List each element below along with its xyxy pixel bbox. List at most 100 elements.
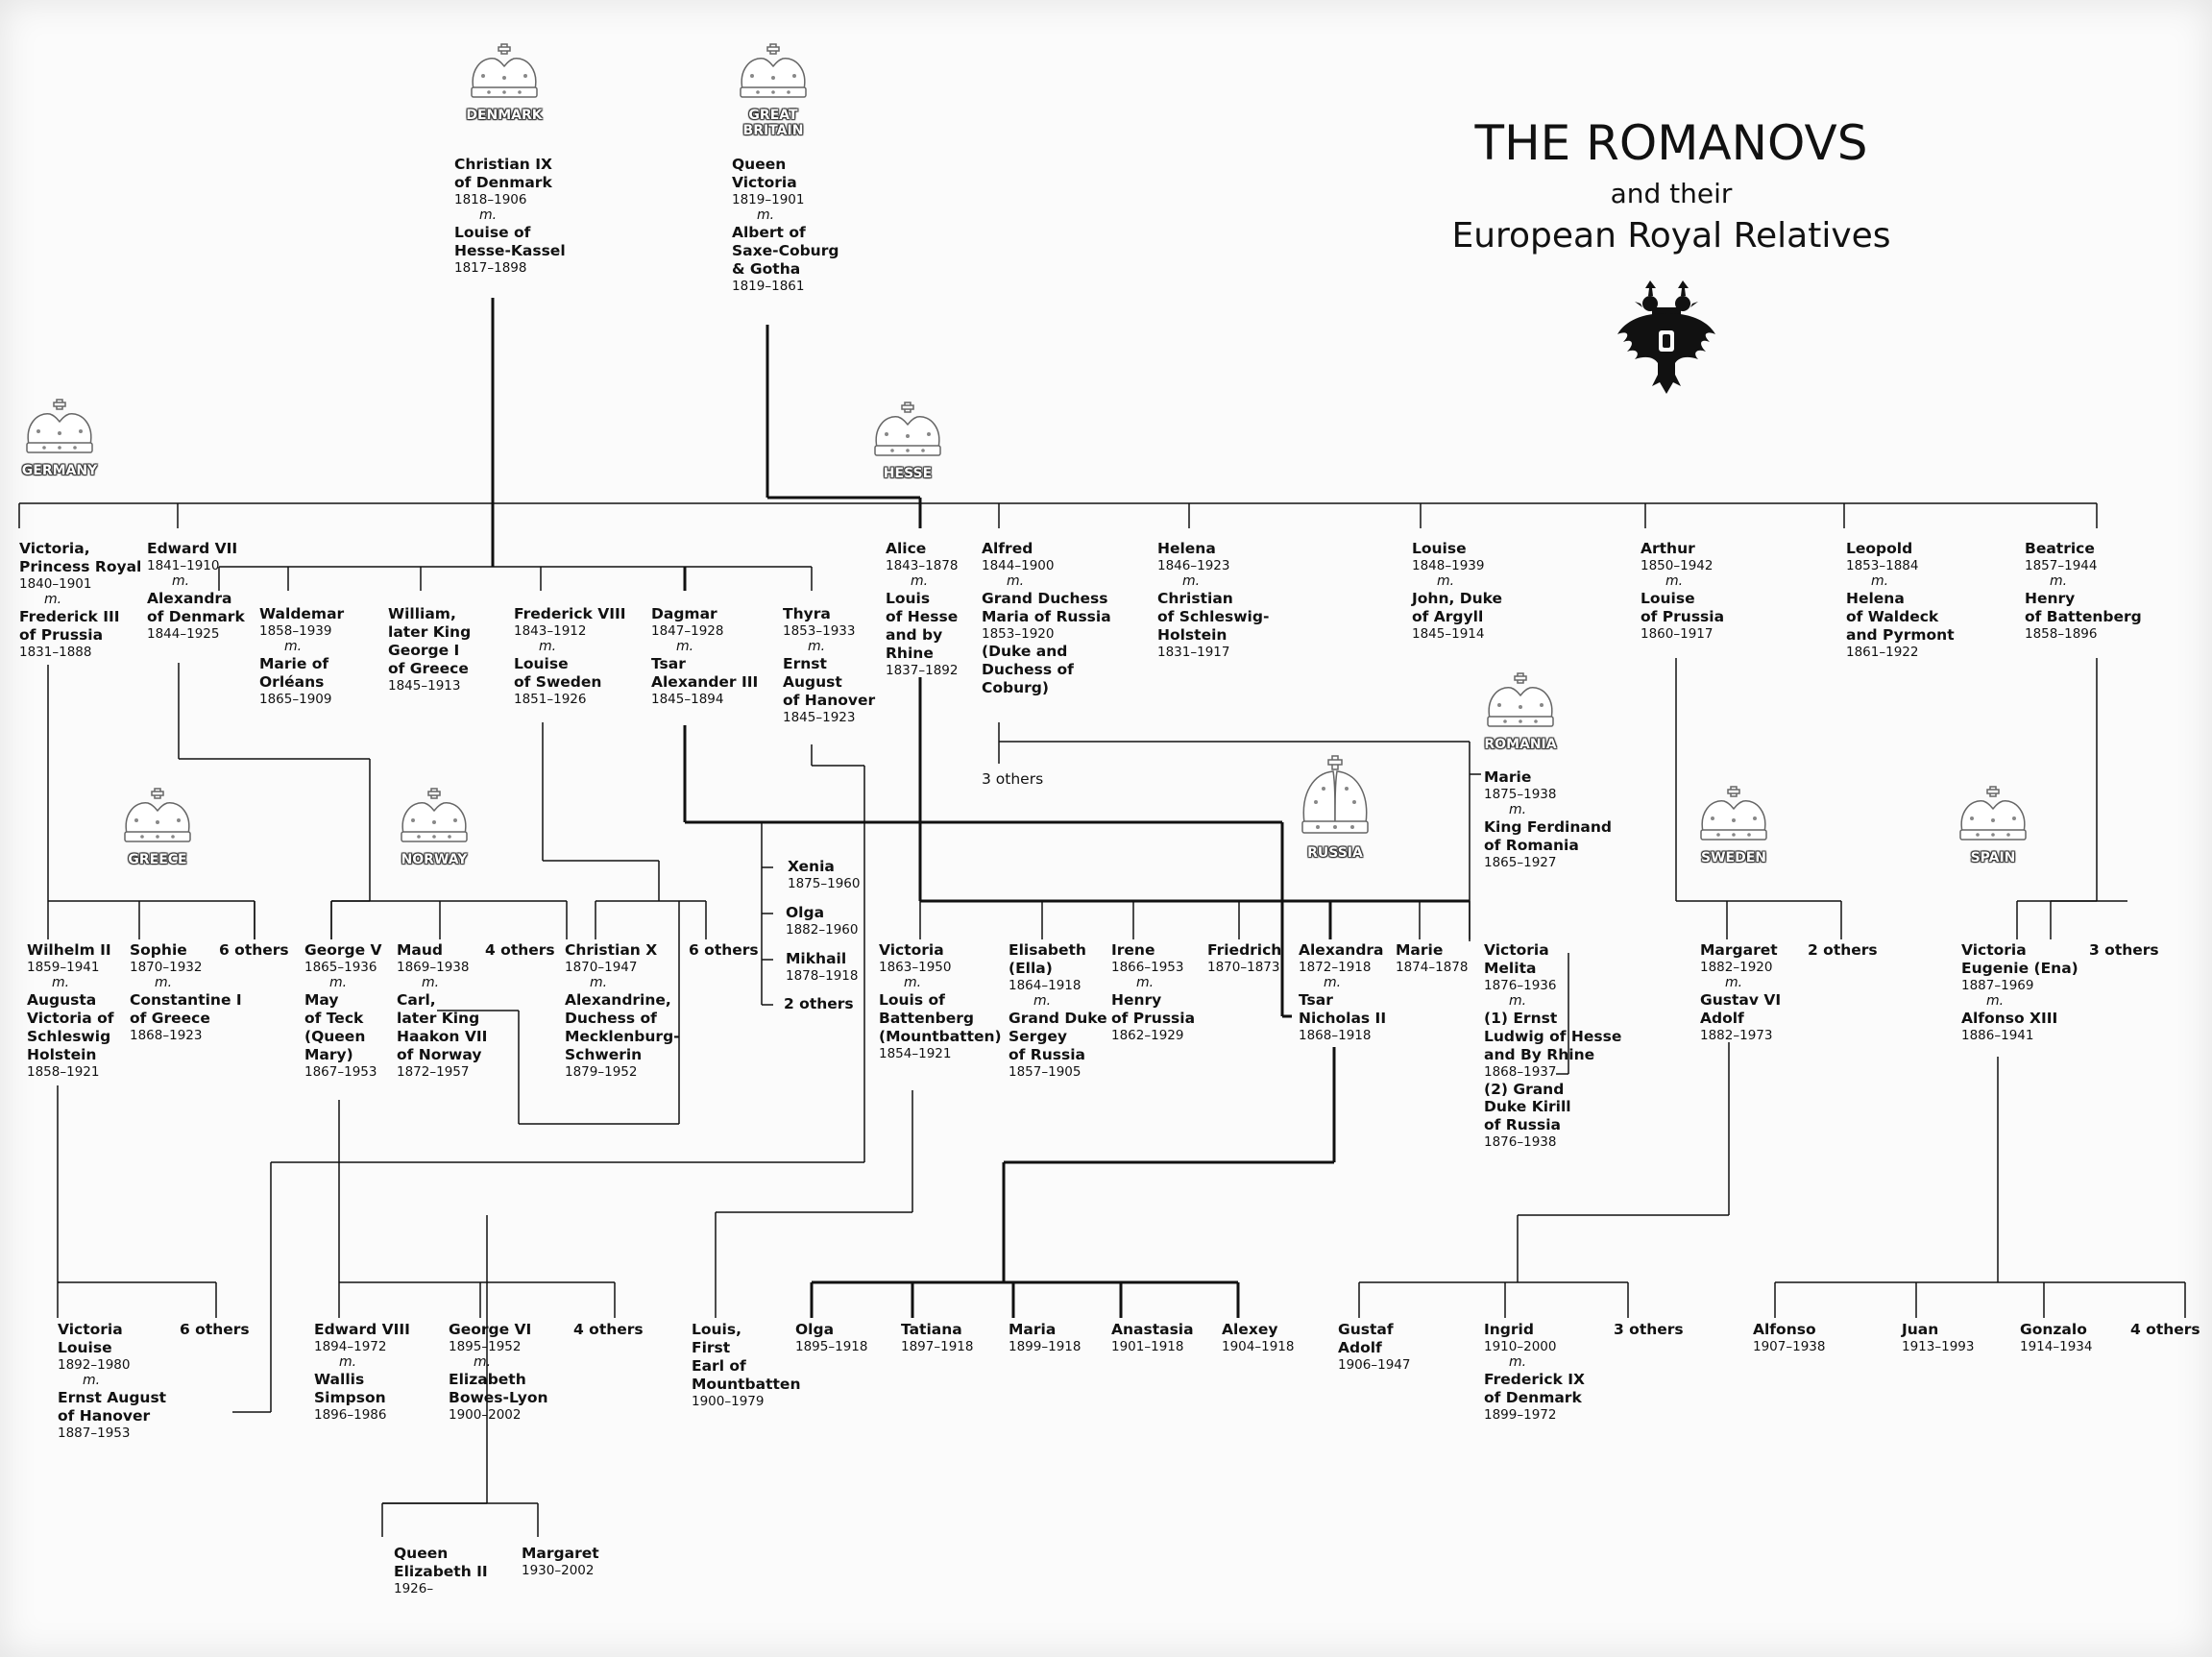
person-name: Dagmar (651, 605, 717, 622)
person-dates: 1858–1939 (259, 622, 332, 639)
marriage-marker: m. (44, 592, 62, 608)
person-name: Olga (795, 1321, 835, 1338)
person-dates: 1853–1884 (1846, 557, 1919, 573)
marriage-marker: m. (1437, 573, 1455, 590)
spouse-name: Simpson (314, 1389, 386, 1407)
person-dates: 1844–1900 (982, 557, 1055, 573)
spouse-dates: 1837–1892 (886, 663, 959, 679)
marriage-marker: m. (1324, 975, 1342, 991)
person-name: Arthur (1641, 540, 1695, 557)
person-dates: 1882–1960 (786, 921, 859, 938)
person-dates: 1913–1993 (1902, 1338, 1975, 1354)
house-label: DENMARK (466, 108, 543, 123)
person-name: Christian IX (454, 156, 552, 173)
person-dates: 1819–1901 (732, 191, 805, 207)
spouse-name: of Hanover (783, 692, 876, 710)
spouse-dates: 1882–1973 (1700, 1028, 1773, 1044)
person-dates: 1897–1918 (901, 1338, 974, 1354)
spouse-name: Louise (514, 655, 569, 673)
house-romania: ROMANIA (1482, 672, 1559, 752)
spouse-name: Bowes-Lyon (449, 1389, 548, 1407)
spouse-name: Alexandrine, (565, 991, 671, 1010)
spouse-name: of Hanover (58, 1407, 151, 1426)
marriage-marker: m. (1986, 993, 2005, 1010)
marriage-marker: m. (2050, 573, 2068, 590)
spouse-dates: 1819–1861 (732, 279, 805, 295)
others-label-prussia: 6 others (219, 941, 289, 959)
marriage-marker: m. (1509, 1354, 1527, 1371)
person-note: Coburg) (982, 678, 1049, 696)
person-name: Alfred (982, 540, 1033, 557)
person-dates: 1900–1979 (692, 1393, 765, 1409)
person-name: of Greece (388, 659, 469, 677)
spouse-name: and By Rhine (1484, 1046, 1595, 1064)
spouse-name: Saxe-Coburg (732, 242, 839, 260)
others-label-hanover: 6 others (180, 1321, 250, 1338)
marriage-marker: m. (1136, 975, 1155, 991)
spouse-dates: 1868–1923 (130, 1028, 203, 1044)
spouse-dates: 1868–1937 (1484, 1064, 1557, 1081)
spouse-dates: 1900–2002 (449, 1407, 522, 1424)
crown-icon (1700, 786, 1767, 841)
person-name: Margaret (1700, 941, 1778, 959)
person-dates: 1859–1941 (27, 959, 100, 975)
spouse-dates: 1887–1953 (58, 1426, 131, 1442)
person-dates: 1926– (394, 1580, 434, 1596)
spouse-name: John, Duke (1412, 590, 1503, 608)
spouse-name: Victoria of (27, 1010, 114, 1028)
person-dates: 1840–1901 (19, 575, 92, 592)
person-name: Elizabeth II (394, 1562, 488, 1580)
spouse-name: and Pyrmont (1846, 626, 1955, 645)
house-label: SPAIN (1970, 850, 2016, 865)
person-name: Juan (1902, 1321, 1939, 1338)
spouse-name: Frederick IX (1484, 1371, 1585, 1389)
spouse-name: of Prussia (1641, 608, 1725, 626)
person-dates: 1843–1878 (886, 557, 959, 573)
marriage-marker: m. (474, 1354, 492, 1371)
spouse-name: Adolf (1700, 1010, 1744, 1028)
person-dates: 1818–1906 (454, 191, 527, 207)
person-name: Gonzalo (2020, 1321, 2087, 1338)
person-dates: 1914–1934 (2020, 1338, 2093, 1354)
spouse-name: Henry (2025, 590, 2076, 608)
others-label-york: 4 others (573, 1321, 644, 1338)
spouse-dates: 1845–1923 (783, 710, 856, 726)
person-name: Maria (1009, 1321, 1057, 1338)
person-dates: 1876–1936 (1484, 977, 1557, 993)
person-name: Tatiana (901, 1321, 962, 1338)
spouse-dates: 1857–1905 (1009, 1064, 1082, 1081)
spouse-dates: 1867–1953 (304, 1064, 377, 1081)
spouse-name: Tsar (1299, 991, 1333, 1010)
person-name: of Denmark (454, 173, 552, 191)
person-dates: 1878–1918 (786, 967, 859, 984)
person-name: Maud (397, 941, 444, 959)
house-label: HESSE (883, 466, 933, 481)
spouse-dates: 1858–1896 (2025, 626, 2098, 643)
spouse-name: of Russia (1484, 1116, 1561, 1134)
spouse-name: Nicholas II (1299, 1010, 1387, 1028)
house-label: NORWAY (401, 852, 468, 867)
person-name: Edward VIII (314, 1321, 410, 1338)
person-name: Edward VII (147, 540, 238, 557)
spouse-dates: 1845–1894 (651, 692, 724, 708)
spouse-name: August (783, 673, 842, 692)
person-dates: 1872–1918 (1299, 959, 1372, 975)
marriage-marker: m. (590, 975, 608, 991)
